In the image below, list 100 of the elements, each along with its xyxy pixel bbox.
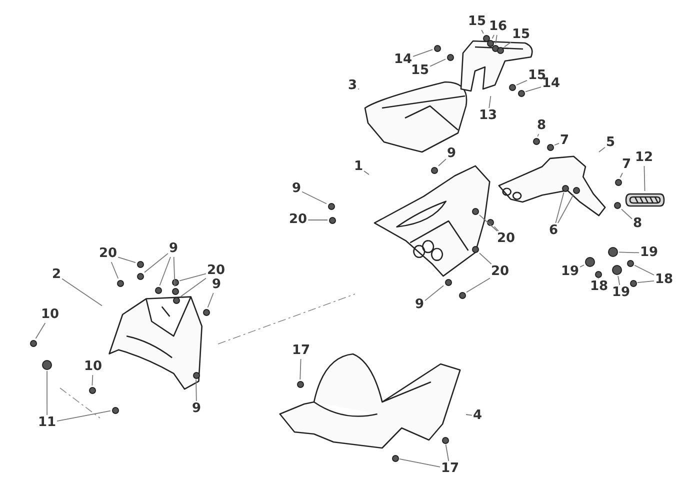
leader-line — [300, 358, 302, 380]
callout-number: 10 — [41, 308, 60, 322]
bolt-icon — [446, 54, 454, 60]
callout-number: 15 — [528, 69, 546, 83]
callout-number: 19 — [640, 246, 658, 260]
bolt-icon — [392, 454, 398, 462]
leader-line — [479, 252, 492, 264]
grommet-icon — [42, 360, 52, 370]
bolt-icon — [630, 280, 636, 286]
leader-line — [644, 166, 646, 192]
callout-number: 8 — [633, 217, 642, 231]
leader-line — [618, 252, 640, 254]
leader-line — [466, 414, 472, 416]
bolt-icon — [202, 308, 210, 316]
leader-line — [634, 264, 654, 276]
leader-line — [466, 278, 490, 293]
leader-line — [516, 80, 528, 86]
leader-line — [598, 146, 606, 152]
leader-line — [118, 256, 136, 264]
callout-number: 20 — [99, 247, 118, 261]
bolt-icon — [594, 270, 602, 278]
callout-number: 2 — [52, 268, 62, 282]
leader-line — [618, 276, 620, 286]
callout-number: 9 — [415, 298, 424, 312]
bolt-icon — [328, 216, 336, 224]
bolt-icon — [328, 202, 334, 210]
leader-line — [557, 194, 574, 224]
leader-line — [445, 444, 450, 462]
leader-line — [179, 273, 206, 282]
callout-number: 13 — [479, 109, 498, 123]
grommet-icon — [612, 265, 622, 275]
leader-line — [479, 214, 498, 232]
callout-number: 7 — [622, 158, 632, 172]
leader-line — [56, 410, 111, 422]
bolt-icon — [136, 260, 144, 268]
bolt-icon — [626, 260, 634, 266]
bolt-icon — [172, 288, 178, 294]
leader-line — [495, 34, 498, 44]
leader-line — [430, 58, 446, 67]
bolt-icon — [458, 292, 466, 298]
leader-line — [621, 208, 632, 220]
callout-number: 18 — [655, 273, 674, 287]
bolt-icon — [116, 280, 124, 286]
bolt-icon — [518, 90, 524, 96]
callout-number: 1 — [354, 160, 364, 174]
leader-line — [438, 158, 446, 166]
callout-number: 15 — [411, 64, 430, 78]
bolt-icon — [112, 406, 118, 414]
bolt-icon — [154, 286, 162, 294]
callout-number: 3 — [348, 79, 358, 93]
leader-line — [620, 172, 623, 178]
leader-line — [35, 322, 46, 339]
leader-line — [537, 134, 540, 137]
bolt-icon — [614, 202, 620, 208]
leader-line — [554, 142, 560, 146]
bolt-icon — [482, 34, 490, 42]
callout-number: 19 — [612, 286, 630, 300]
leader-line — [173, 256, 176, 287]
bolt-icon — [88, 386, 96, 394]
leader-line — [580, 264, 584, 268]
bolt-icon — [532, 138, 540, 144]
leader-line — [637, 280, 654, 284]
leader-line — [180, 278, 206, 298]
callout-number: 4 — [473, 409, 482, 423]
leader-line — [412, 49, 433, 57]
bolt-icon — [546, 144, 554, 150]
callout-number: 9 — [447, 147, 456, 161]
callout-number: 17 — [441, 462, 460, 476]
grommet-icon — [585, 257, 595, 267]
callout-number: 20 — [207, 264, 226, 278]
callout-number: 5 — [606, 136, 616, 150]
callout-number: 16 — [489, 20, 508, 34]
leader-line — [492, 34, 494, 39]
leader-line — [302, 191, 327, 204]
callout-number: 10 — [84, 360, 102, 374]
leader-line — [525, 86, 542, 92]
leader-line — [196, 379, 197, 402]
callout-number: 14 — [394, 53, 412, 67]
bolt-icon — [614, 178, 622, 186]
reflector-drawing — [626, 192, 664, 208]
grommet-icon — [608, 247, 618, 257]
bolt-icon — [136, 272, 144, 280]
leader-line — [494, 226, 499, 232]
callout-number: 8 — [537, 119, 546, 133]
leader-line — [62, 278, 102, 306]
callout-number: 15 — [512, 28, 530, 42]
leader-line — [481, 30, 484, 34]
leader-line — [110, 262, 119, 279]
callout-number: 20 — [289, 213, 308, 227]
leader-line — [207, 292, 214, 308]
callout-number: 7 — [560, 134, 570, 148]
leader-line — [46, 370, 48, 416]
callout-number: 9 — [292, 182, 302, 196]
leader-line — [504, 42, 512, 48]
callout-number: 20 — [491, 265, 510, 279]
callout-number: 9 — [169, 242, 178, 256]
callout-number: 9 — [192, 402, 202, 416]
leader-line — [159, 256, 171, 286]
leader-line — [144, 253, 168, 273]
callout-number: 12 — [635, 151, 654, 165]
